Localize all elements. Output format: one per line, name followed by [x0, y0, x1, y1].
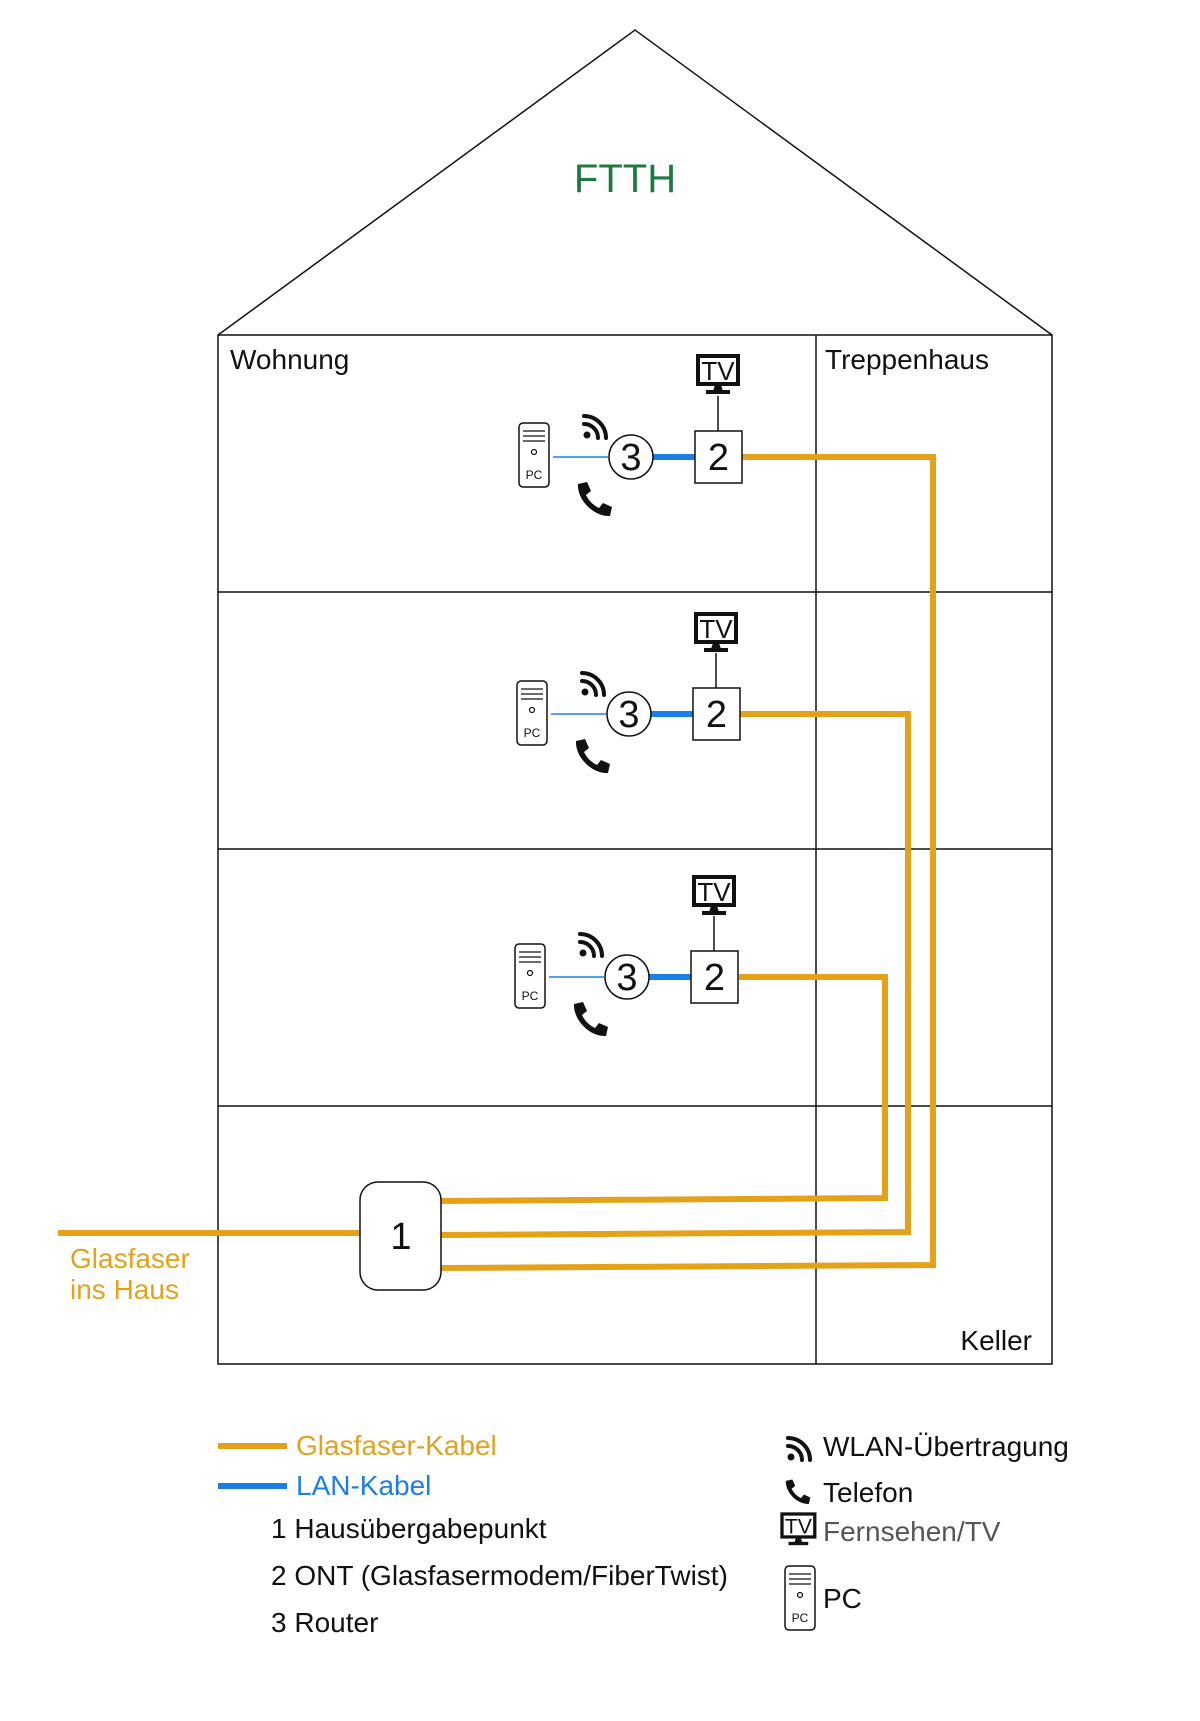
legend-fiber-label: Glasfaser-Kabel [296, 1430, 497, 1461]
fiber-cable-floor-3 [440, 974, 888, 1204]
room-label-apartment: Wohnung [230, 344, 349, 375]
tv-label: TV [701, 356, 735, 386]
phone-icon [785, 1479, 811, 1504]
room-label-basement: Keller [960, 1325, 1032, 1356]
transfer-point-node: 1 [359, 1181, 442, 1291]
roof [217, 29, 1053, 336]
pc-icon: PC [518, 422, 550, 488]
legend-phone-label: Telefon [823, 1477, 913, 1508]
legend-item-3: 3 Router [271, 1607, 378, 1638]
diagram-title: FTTH [574, 157, 676, 201]
ont-box [694, 430, 743, 484]
pc-label: PC [792, 1611, 809, 1625]
phone-icon [575, 739, 610, 774]
legend-wlan-label: WLAN-Übertragung [823, 1431, 1069, 1462]
router-node: 3 [608, 434, 654, 480]
router-circle [604, 954, 650, 1000]
tv-icon: TV [696, 354, 740, 396]
tv-label: TV [785, 1515, 813, 1539]
router-number: 3 [618, 694, 639, 736]
ont-node: 2 [694, 430, 743, 484]
transfer-point-number: 1 [390, 1216, 411, 1258]
floor-3-equipment: PC TV 3 2 [514, 875, 739, 1037]
tv-icon: TV [780, 1512, 817, 1547]
ont-box [692, 687, 741, 741]
router-number: 3 [616, 957, 637, 999]
fiber-cable-floor-1 [440, 454, 936, 1271]
pc-icon: PC [784, 1565, 816, 1631]
phone-icon [577, 482, 612, 517]
incoming-fiber-label-line-2: ins Haus [70, 1274, 179, 1305]
transfer-point-box [359, 1181, 442, 1291]
ont-number: 2 [708, 437, 729, 479]
router-circle [608, 434, 654, 480]
wifi-icon [785, 1436, 812, 1463]
tv-label: TV [697, 877, 731, 907]
router-node: 3 [604, 954, 650, 1000]
pc-label: PC [526, 468, 543, 482]
tv-icon: TV [692, 875, 736, 917]
floor-2-equipment: PC TV 3 2 [516, 612, 741, 774]
pc-label: PC [524, 726, 541, 740]
legend-lan-label: LAN-Kabel [296, 1470, 431, 1501]
ont-node: 2 [692, 687, 741, 741]
pc-icon: PC [514, 943, 546, 1009]
router-circle [606, 691, 652, 737]
ont-number: 2 [704, 957, 725, 999]
router-number: 3 [620, 437, 641, 479]
fiber-cable-floor-2 [440, 711, 911, 1238]
wifi-icon [577, 932, 604, 959]
router-node: 3 [606, 691, 652, 737]
tv-icon: TV [694, 612, 738, 654]
ont-node: 2 [690, 950, 739, 1004]
legend-tv-label: Fernsehen/TV [823, 1516, 1001, 1547]
phone-icon [573, 1002, 608, 1037]
legend-item-2: 2 ONT (Glasfasermodem/FiberTwist) [271, 1560, 728, 1591]
incoming-fiber-label-line-1: Glasfaser [70, 1243, 190, 1274]
legend-item-1: 1 Hausübergabepunkt [271, 1513, 547, 1544]
tv-label: TV [699, 614, 733, 644]
ont-box [690, 950, 739, 1004]
pc-label: PC [522, 989, 539, 1003]
pc-icon: PC [516, 680, 548, 746]
legend: Glasfaser-Kabel LAN-Kabel 1 Hausübergabe… [218, 1430, 1069, 1638]
fiber-cables [58, 454, 936, 1271]
wifi-icon [579, 671, 606, 698]
floor-1-equipment: PC TV 3 2 [518, 354, 743, 517]
wifi-icon [581, 414, 608, 441]
ont-number: 2 [706, 694, 727, 736]
room-label-stairwell: Treppenhaus [825, 344, 989, 375]
legend-pc-label: PC [823, 1583, 862, 1614]
house-outline [217, 29, 1053, 1365]
